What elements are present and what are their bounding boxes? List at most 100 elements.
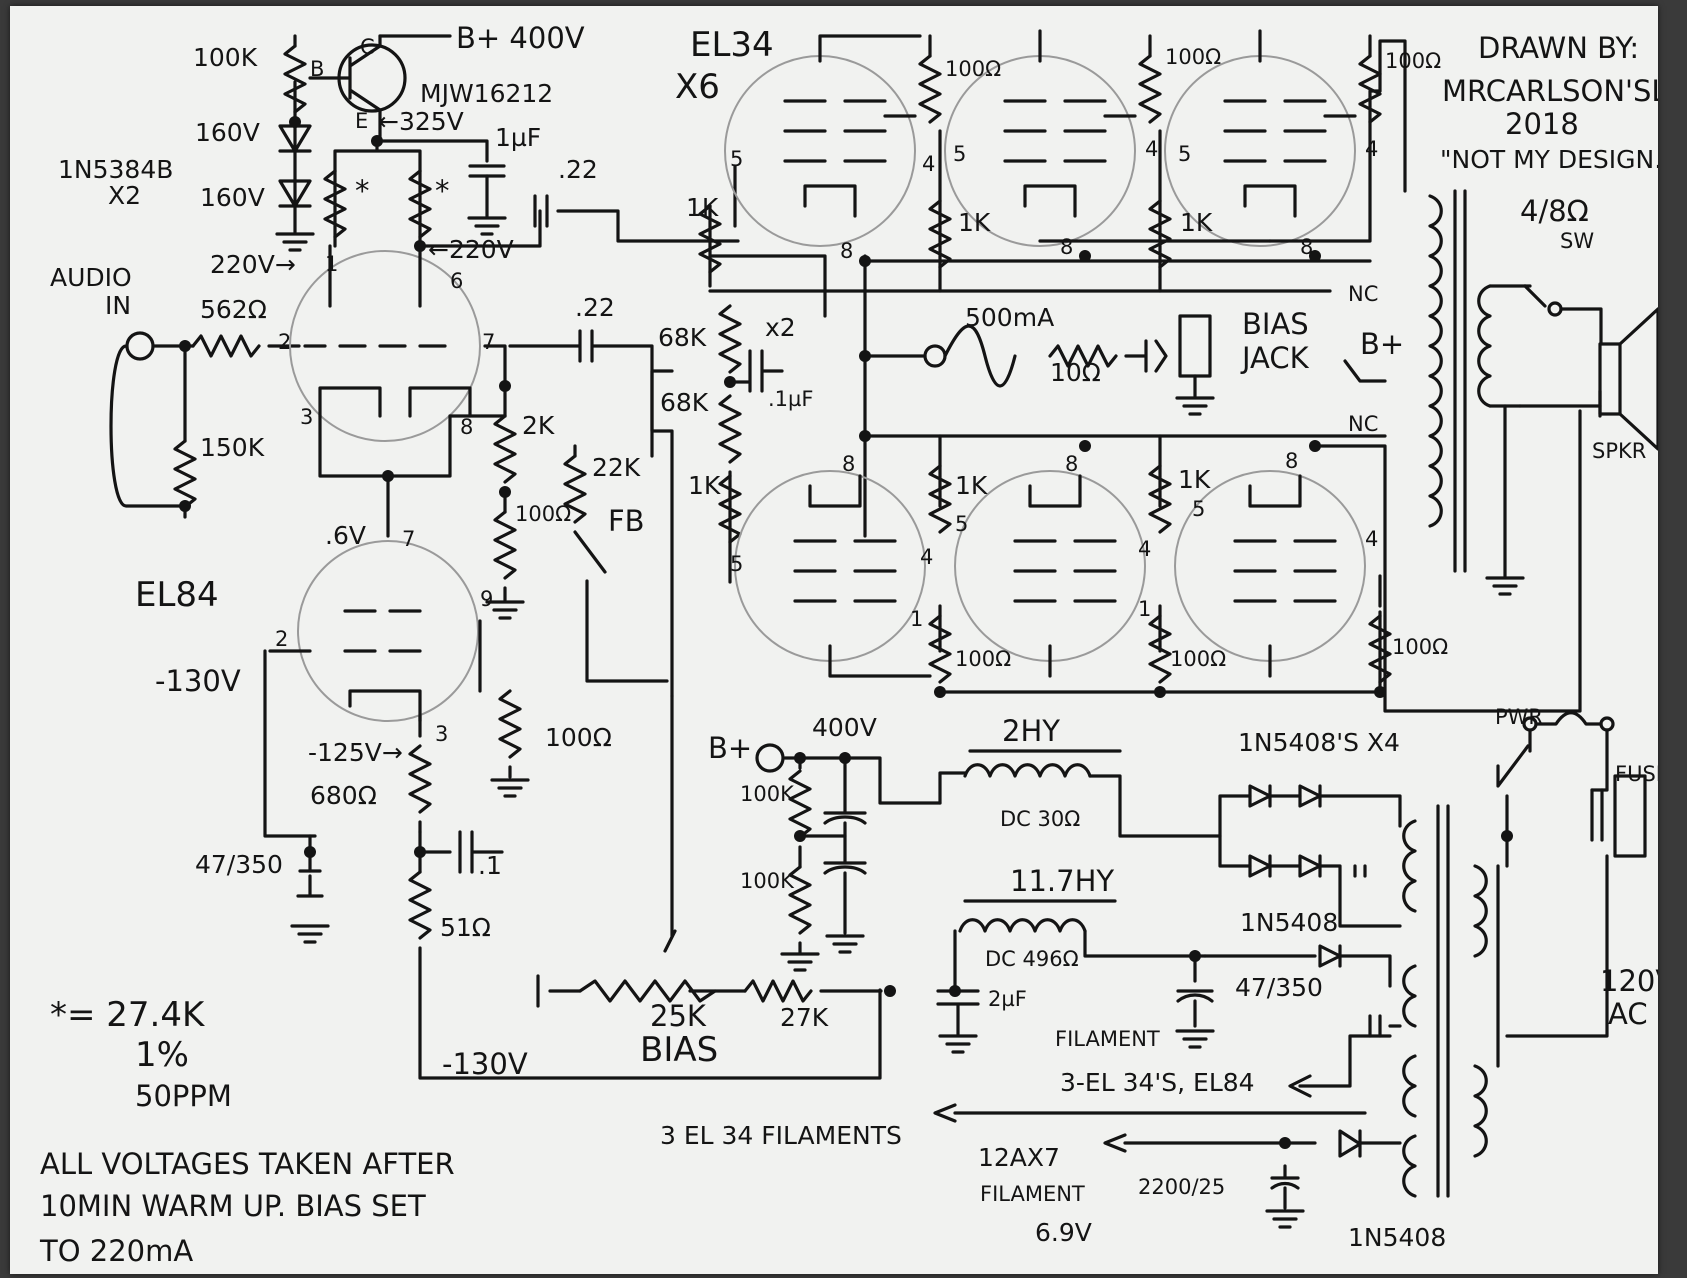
label-100k-ps-a: 100K [740,782,795,806]
label-117hy: 11.7HY [1010,864,1114,898]
label-27k: 27K [780,1003,829,1032]
label-100k-ps-b: 100K [740,869,795,893]
label-500ma: 500mA [965,303,1054,332]
label-note-line3: TO 220mA [39,1234,193,1268]
label-68k-b: 68K [660,388,709,417]
label-minus130v: -130V [155,664,241,698]
label-pin-4-l2: 4 [1138,537,1151,561]
label-pin-7-top: 7 [482,330,495,354]
label-nc-bottom: NC [1348,412,1378,436]
label-x2: x2 [765,313,796,342]
label-pin-5-l2: 5 [1192,497,1205,521]
label-pwr: PWR [1495,705,1543,729]
label-minus125v: -125V→ [308,738,403,767]
label-zener-qty: X2 [108,181,141,210]
label-pin-4-u1: 4 [922,152,935,176]
label-pin-8-u1: 8 [840,239,853,263]
label-pin-9: 9 [480,587,493,611]
label-pin-c: C [360,35,375,59]
label-filament-1: FILAMENT [1055,1027,1160,1051]
label-pin-5-u3: 5 [1178,142,1191,166]
label-680r: 680Ω [310,781,377,810]
label-impedance: 4/8Ω [1520,194,1589,228]
label-note-star: *= 27.4K [50,995,206,1035]
schematic-sheet [10,6,1658,1274]
label-1n5408-x4: 1N5408'S X4 [1238,728,1400,757]
label-credit-year: 2018 [1505,107,1579,141]
label-150k: 150K [200,433,265,462]
label-el34-filaments: 3 EL 34 FILAMENTS [660,1121,902,1150]
label-1k-l2: 1K [1178,465,1211,494]
label-22k: 22K [592,453,641,482]
label-100r-u1: 100Ω [945,57,1001,81]
label-220v-right: ←220V [428,235,514,264]
label-el34: EL34 [690,25,774,65]
label-credit-name: MRCARLSON'SLAB [1442,74,1658,108]
label-cap-022-mid: .22 [575,293,615,322]
label-pin-8-l2: 8 [1065,452,1078,476]
label-bplus-ps: B+ [708,731,752,765]
label-100r-u2: 100Ω [1165,45,1221,69]
label-sw: SW [1560,229,1594,253]
label-10r: 10Ω [1050,358,1101,387]
label-562r: 562Ω [200,295,267,324]
label-pin-3-top: 3 [300,405,313,429]
label-100r-u3: 100Ω [1385,49,1441,73]
label-160v-a: 160V [195,118,260,147]
label-pin-5-u1: 5 [730,147,743,171]
label-12ax7: 12AX7 [978,1143,1060,1172]
label-filament-2: FILAMENT [980,1182,1085,1206]
label-dc30: DC 30Ω [1000,807,1080,831]
label-pin-4-u3: 4 [1365,137,1378,161]
label-filament-tubes: 3-EL 34'S, EL84 [1060,1068,1255,1097]
label-100k-bias: 100K [193,43,258,72]
label-100r-l3: 100Ω [1392,635,1448,659]
label-pin-8-u3: 8 [1300,235,1313,259]
label-fuse: FUSE [1615,762,1658,786]
label-01uf: .1µF [768,387,813,411]
label-47-350-left: 47/350 [195,850,283,879]
label-pin-2: 2 [278,330,291,354]
label-100r-l1: 100Ω [955,647,1011,671]
label-bias-jack-2: JACK [1240,341,1310,375]
label-pin-8-l3: 8 [1285,449,1298,473]
label-51r: 51Ω [440,913,491,942]
label-cap-022-top: .22 [558,155,598,184]
label-audio-in-2: IN [105,291,131,320]
label-el84: EL84 [135,575,219,615]
label-bias-pot: BIAS [640,1030,718,1070]
label-pin-5-l1: 5 [955,512,968,536]
label-drawn-by: DRAWN BY: [1478,31,1639,65]
label-pin-8-u2: 8 [1060,235,1073,259]
label-pin-5-l0: 5 [730,552,743,576]
label-x6: X6 [675,67,720,107]
label-pin-8-l1: 8 [842,452,855,476]
label-pin-e: E [355,109,368,133]
label-zener-part: 1N5384B [58,155,173,184]
label-note-tolerance: 1% [135,1035,189,1075]
label-160v-b: 160V [200,183,265,212]
label-pin-1-l1: 1 [910,607,923,631]
label-note-ppm: 50PPM [135,1079,232,1113]
label-120v: 120V [1600,964,1658,998]
amplifier-schematic: 100K B C E B+ 400V MJW16212 ←325V 1µF 16… [39,21,1658,1268]
label-68k-a: 68K [658,323,707,352]
label-06v: .6V [325,521,366,550]
label-emitter-voltage: ←325V [378,107,464,136]
label-star-b: * [435,174,450,208]
label-bplus-400v: B+ 400V [456,21,585,55]
label-2uf: 2µF [988,987,1027,1011]
label-1k-u2: 1K [958,208,991,237]
label-100r-grid: 100Ω [545,723,612,752]
label-nc-top: NC [1348,282,1378,306]
label-2hy: 2HY [1002,714,1060,748]
label-pin-b: B [310,57,324,81]
label-pin-1: 1 [325,252,338,276]
label-cap-01: .1 [478,851,502,880]
label-note-line1: ALL VOLTAGES TAKEN AFTER [40,1147,455,1181]
label-bias-jack-1: BIAS [1242,307,1309,341]
label-ac: AC [1608,997,1648,1031]
label-1k-u1: 1K [686,193,719,222]
label-pin-1-l2: 1 [1138,597,1151,621]
label-pin-3-el84: 3 [435,722,448,746]
